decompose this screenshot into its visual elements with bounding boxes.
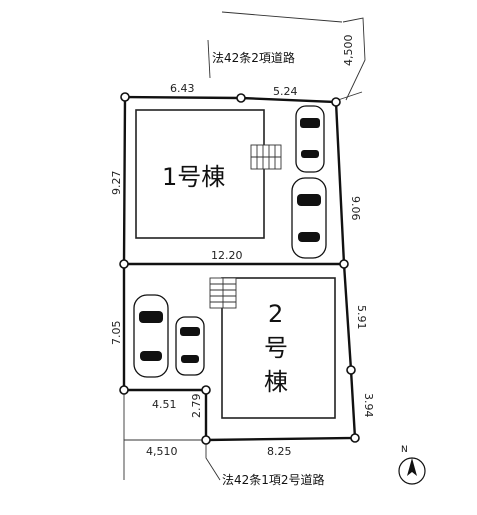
building-2-footprint	[221, 277, 336, 419]
dim-top-left: 6.43	[170, 82, 195, 95]
building-2-label-1: 2	[268, 300, 283, 328]
south-road-label: 法42条1項2号道路	[222, 472, 325, 487]
car-1	[295, 105, 325, 173]
dim-passage-depth: 2.79	[190, 394, 203, 419]
dim-left-lot1: 9.27	[110, 171, 123, 196]
north-road-width: 4,500	[342, 35, 355, 67]
boundary-points	[119, 92, 360, 445]
building-1-footprint	[135, 109, 265, 239]
dim-left-lot2: 7.05	[110, 321, 123, 346]
north-road-label: 法42条2項道路	[212, 50, 295, 65]
car-3	[133, 294, 169, 378]
car-4	[175, 316, 205, 376]
dim-top-right: 5.24	[273, 85, 298, 98]
building-2-label-3: 棟	[264, 368, 288, 396]
building-2-label-2: 号	[264, 334, 288, 362]
north-arrow-icon: N	[398, 445, 426, 485]
car-2	[291, 177, 327, 259]
dim-bottom: 8.25	[267, 445, 292, 458]
building-1-label: 1号棟	[162, 163, 225, 191]
dim-middle: 12.20	[211, 249, 243, 262]
south-road-width: 4,510	[146, 445, 178, 458]
dim-right-lot2: 5.91	[355, 305, 368, 330]
dim-passage-width: 4.51	[152, 398, 177, 411]
entry-steps-2	[209, 277, 237, 309]
dim-right-lot1: 9.06	[349, 196, 362, 221]
entry-steps-1	[250, 144, 282, 170]
north-road-area	[207, 11, 366, 101]
north-label: N	[401, 445, 408, 455]
dim-right-lower: 3.94	[362, 393, 375, 418]
